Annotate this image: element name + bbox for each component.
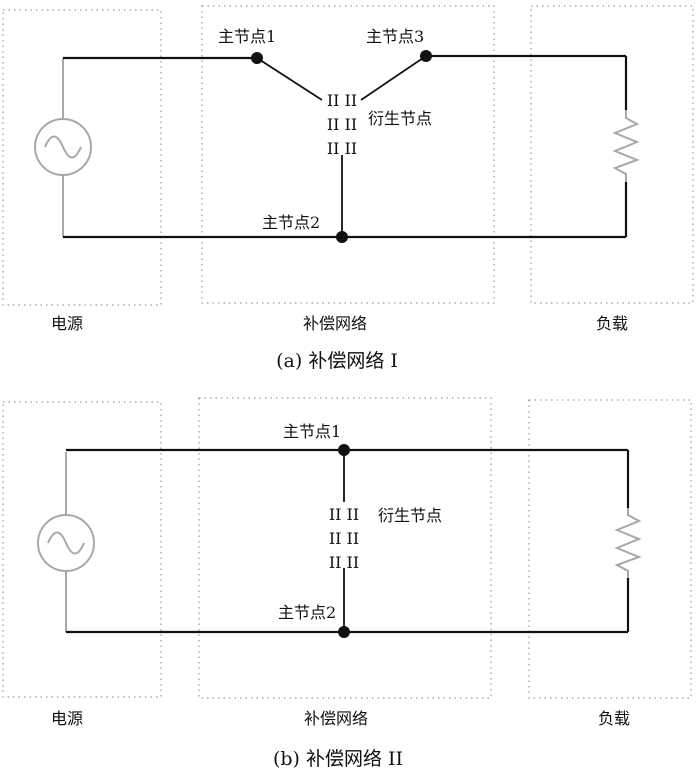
load-box: [528, 399, 692, 699]
source-box: [2, 9, 162, 306]
capacitor-mark: II II: [329, 553, 359, 572]
source-label: 电源: [51, 709, 83, 728]
ac-source-icon: [34, 58, 92, 237]
capacitor-mark: II II: [327, 115, 357, 134]
load-label: 负载: [598, 709, 630, 728]
main-node-1: [251, 52, 263, 64]
node2-label: 主节点2: [262, 213, 320, 232]
capacitor-mark: II II: [329, 505, 359, 524]
load-box: [530, 5, 694, 304]
branch-1: [256, 57, 323, 101]
resistor-load-icon: [614, 450, 642, 632]
caption-b: (b) 补偿网络 II: [273, 748, 403, 770]
main-node-1: [338, 444, 350, 456]
network-box: [198, 397, 492, 699]
derived-node-label: 衍生节点: [368, 109, 432, 128]
panel-a: 主节点1 主节点3 主节点2 衍生节点 II II II II II II 电源…: [2, 5, 694, 372]
capacitor-mark: II II: [329, 529, 359, 548]
capacitor-mark: II II: [327, 91, 357, 110]
panel-b: 主节点1 主节点2 衍生节点 II II II II II II 电源 补偿网络…: [2, 397, 692, 770]
load-label: 负载: [596, 314, 628, 333]
resistor-load-icon: [612, 56, 640, 237]
node3-label: 主节点3: [366, 27, 424, 46]
main-node-2: [338, 626, 350, 638]
source-box: [2, 401, 162, 698]
ac-source-icon: [37, 452, 95, 632]
caption-a: (a) 补偿网络 I: [276, 350, 398, 372]
source-label: 电源: [51, 314, 83, 333]
network-box: [201, 5, 495, 304]
branch-3: [360, 55, 427, 101]
node1-label: 主节点1: [283, 422, 341, 441]
network-label: 补偿网络: [304, 709, 368, 728]
main-node-2: [336, 231, 348, 243]
derived-node-label: 衍生节点: [378, 506, 442, 525]
main-node-3: [420, 50, 432, 62]
node2-label: 主节点2: [278, 603, 336, 622]
network-label: 补偿网络: [303, 314, 367, 333]
capacitor-mark: II II: [327, 139, 357, 158]
node1-label: 主节点1: [218, 27, 276, 46]
